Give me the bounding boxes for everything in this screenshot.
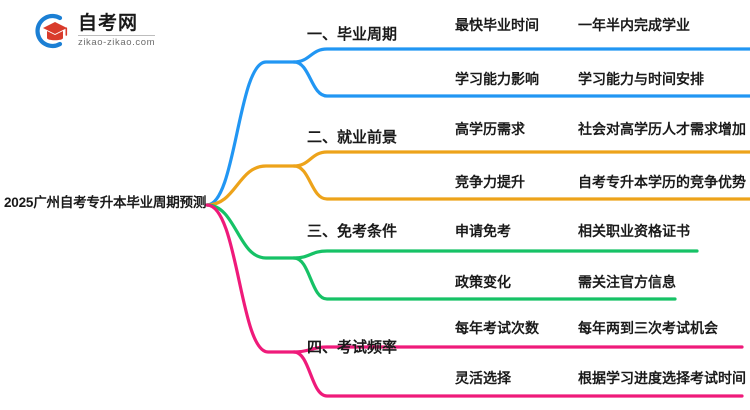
child-detail-2-1[interactable]: 社会对高学历人才需求增加 (578, 121, 746, 137)
logo-graduation-cap-icon (30, 11, 72, 51)
child-detail-3-1[interactable]: 相关职业资格证书 (578, 223, 690, 239)
child-detail-4-2[interactable]: 根据学习进度选择考试时间 (578, 370, 746, 386)
child-label-4-1[interactable]: 每年考试次数 (455, 320, 539, 336)
logo-title: 自考网 (78, 14, 156, 37)
child-label-4-2[interactable]: 灵活选择 (455, 370, 511, 386)
branch-connector-2 (205, 150, 750, 207)
child-label-2-1[interactable]: 高学历需求 (455, 121, 525, 137)
branch-label-3[interactable]: 三、免考条件 (307, 223, 398, 240)
branch-label-4[interactable]: 四、考试频率 (307, 339, 398, 356)
child-detail-3-2[interactable]: 需关注官方信息 (578, 274, 676, 290)
child-detail-4-1[interactable]: 每年两到三次考试机会 (578, 320, 718, 336)
branch-connector-3 (205, 203, 699, 301)
child-detail-1-2[interactable]: 学习能力与时间安排 (578, 71, 704, 87)
logo-domain: zikao-zikao.com (78, 37, 156, 49)
child-label-3-1[interactable]: 申请免考 (455, 223, 511, 239)
logo-text: 自考网 zikao-zikao.com (78, 14, 156, 49)
branch-label-1[interactable]: 一、毕业周期 (307, 26, 398, 43)
site-logo: 自考网 zikao-zikao.com (30, 10, 200, 52)
child-label-1-2[interactable]: 学习能力影响 (455, 71, 539, 87)
child-detail-1-1[interactable]: 一年半内完成学业 (578, 17, 690, 33)
branch-connector-4 (205, 203, 744, 398)
child-label-2-2[interactable]: 竞争力提升 (455, 174, 525, 190)
child-label-3-2[interactable]: 政策变化 (455, 274, 511, 290)
branch-connector-1 (205, 47, 750, 207)
branch-label-2[interactable]: 二、就业前景 (307, 129, 398, 146)
child-label-1-1[interactable]: 最快毕业时间 (455, 17, 539, 33)
child-detail-2-2[interactable]: 自考专升本学历的竞争优势 (578, 174, 746, 190)
root-node[interactable]: 2025广州自考专升本毕业周期预测 (4, 195, 207, 210)
